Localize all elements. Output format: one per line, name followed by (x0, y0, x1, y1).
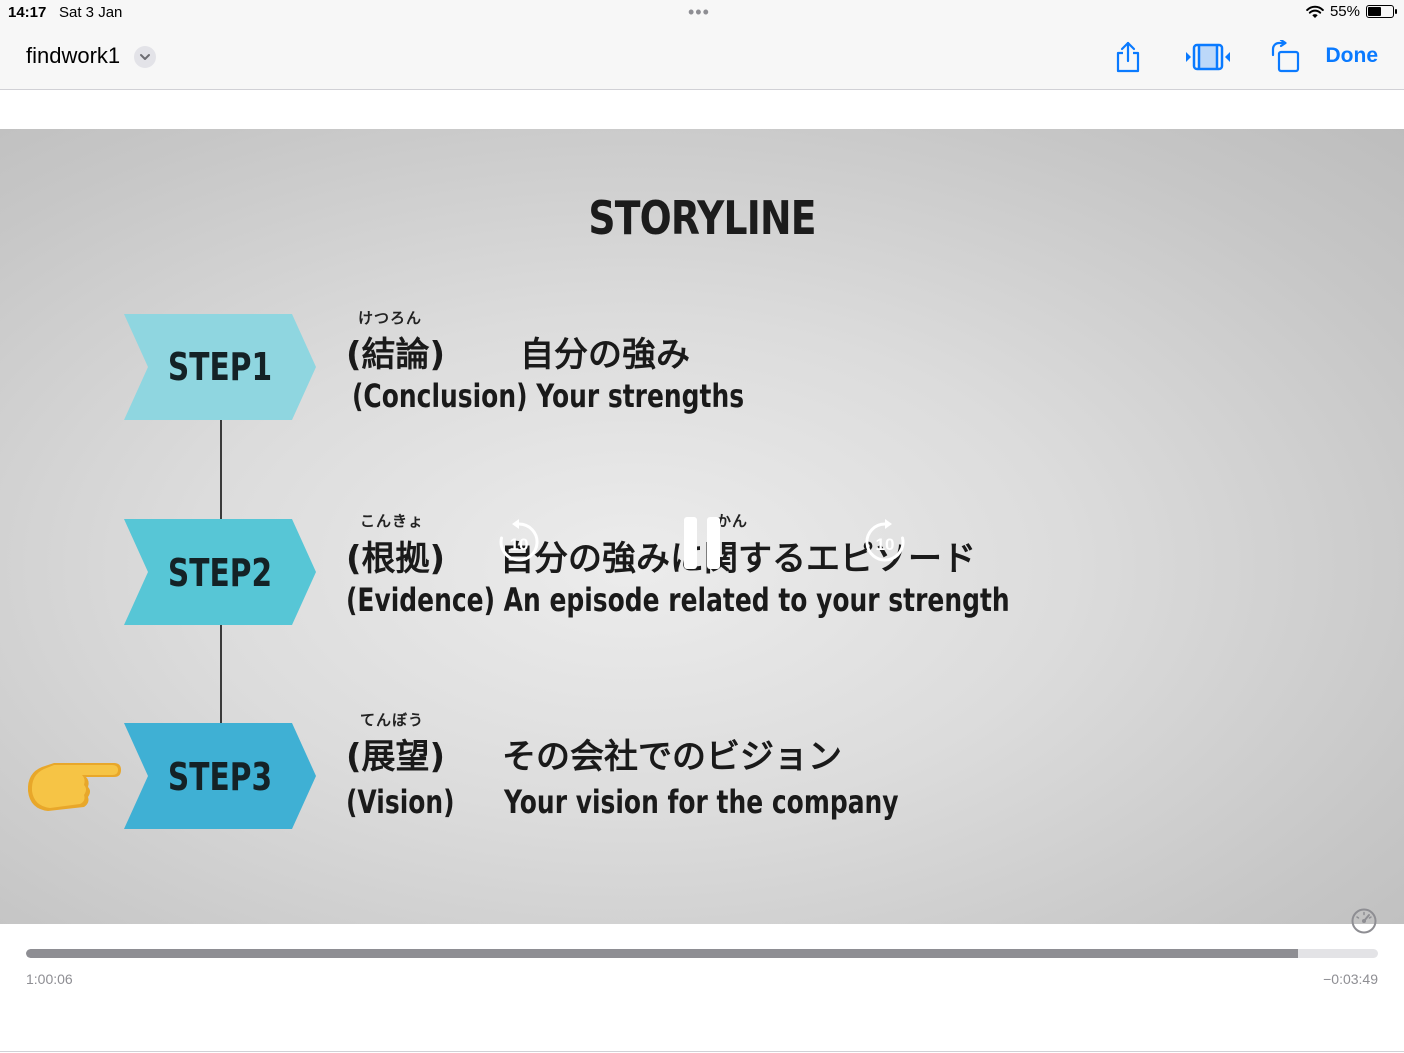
time-elapsed: 1:00:06 (26, 971, 73, 987)
step2-en-text: (Evidence) An episode related to your st… (346, 581, 1010, 619)
step3-en-text: Your vision for the company (504, 783, 899, 821)
skip-forward-10-button[interactable]: 10 (862, 519, 908, 565)
toolbar: findwork1 Done (0, 26, 1404, 90)
time-remaining: −0:03:49 (1323, 971, 1378, 987)
status-time: 14:17 (8, 4, 47, 21)
status-indicators: 55% (1306, 3, 1397, 20)
status-bar: 14:17 Sat 3 Jan ••• 55% (0, 0, 1404, 26)
step2-label: STEP2 (167, 551, 273, 595)
pause-icon (684, 517, 720, 569)
done-button[interactable]: Done (1325, 44, 1379, 67)
wifi-icon (1306, 5, 1324, 18)
step1-ruby: けつろん (358, 309, 423, 327)
slide-title: STORYLINE (588, 191, 816, 245)
skip-back-label: 10 (510, 535, 529, 554)
pointing-hand-icon (27, 763, 121, 811)
step1-jp-term: (結論) (346, 335, 446, 375)
step2-ruby: こんきょ (360, 512, 425, 530)
playback-speed-icon[interactable] (1350, 907, 1378, 935)
rotate-icon[interactable] (1268, 40, 1302, 74)
step3-label: STEP3 (167, 755, 273, 799)
skip-forward-icon: 10 (865, 519, 905, 562)
battery-icon (1366, 5, 1397, 18)
skip-forward-label: 10 (876, 535, 895, 554)
step2-jp-text: 自分の強みに関するエピソード (500, 539, 976, 579)
skip-back-10-button[interactable]: 10 (496, 519, 542, 565)
step2-ruby-kan: かん (716, 512, 749, 530)
divider (0, 1051, 1404, 1052)
step3-arrow (124, 723, 316, 829)
document-title[interactable]: findwork1 (26, 43, 121, 68)
scrubber-track[interactable] (26, 949, 1378, 958)
video-player[interactable]: STORYLINE STEP1 けつろん (結論) 自分の強み (Conclus… (0, 129, 1404, 924)
multitasking-dots-icon[interactable]: ••• (688, 2, 710, 22)
step3-en-term: (Vision) (346, 783, 455, 821)
battery-percent: 55% (1329, 3, 1360, 20)
step1-arrow (124, 314, 316, 420)
chevron-down-icon[interactable] (134, 46, 156, 68)
step1-en-text: (Conclusion) Your strengths (352, 377, 745, 415)
step-connector (220, 419, 222, 519)
skip-back-icon: 10 (499, 519, 539, 562)
step2-jp-term: (根拠) (346, 539, 446, 579)
status-date: Sat 3 Jan (59, 4, 123, 21)
scrubber-progress (26, 949, 1299, 958)
step3-jp-term: (展望) (346, 737, 446, 777)
pause-button[interactable] (678, 515, 726, 571)
step3-ruby: てんぼう (360, 711, 425, 729)
step3-jp-text: その会社でのビジョン (502, 737, 842, 777)
step1-jp-text: 自分の強み (520, 335, 690, 375)
trim-icon[interactable] (1182, 40, 1234, 74)
share-icon[interactable] (1112, 40, 1144, 74)
step1-label: STEP1 (167, 345, 273, 389)
step2-arrow (124, 519, 316, 625)
step-connector (220, 625, 222, 723)
